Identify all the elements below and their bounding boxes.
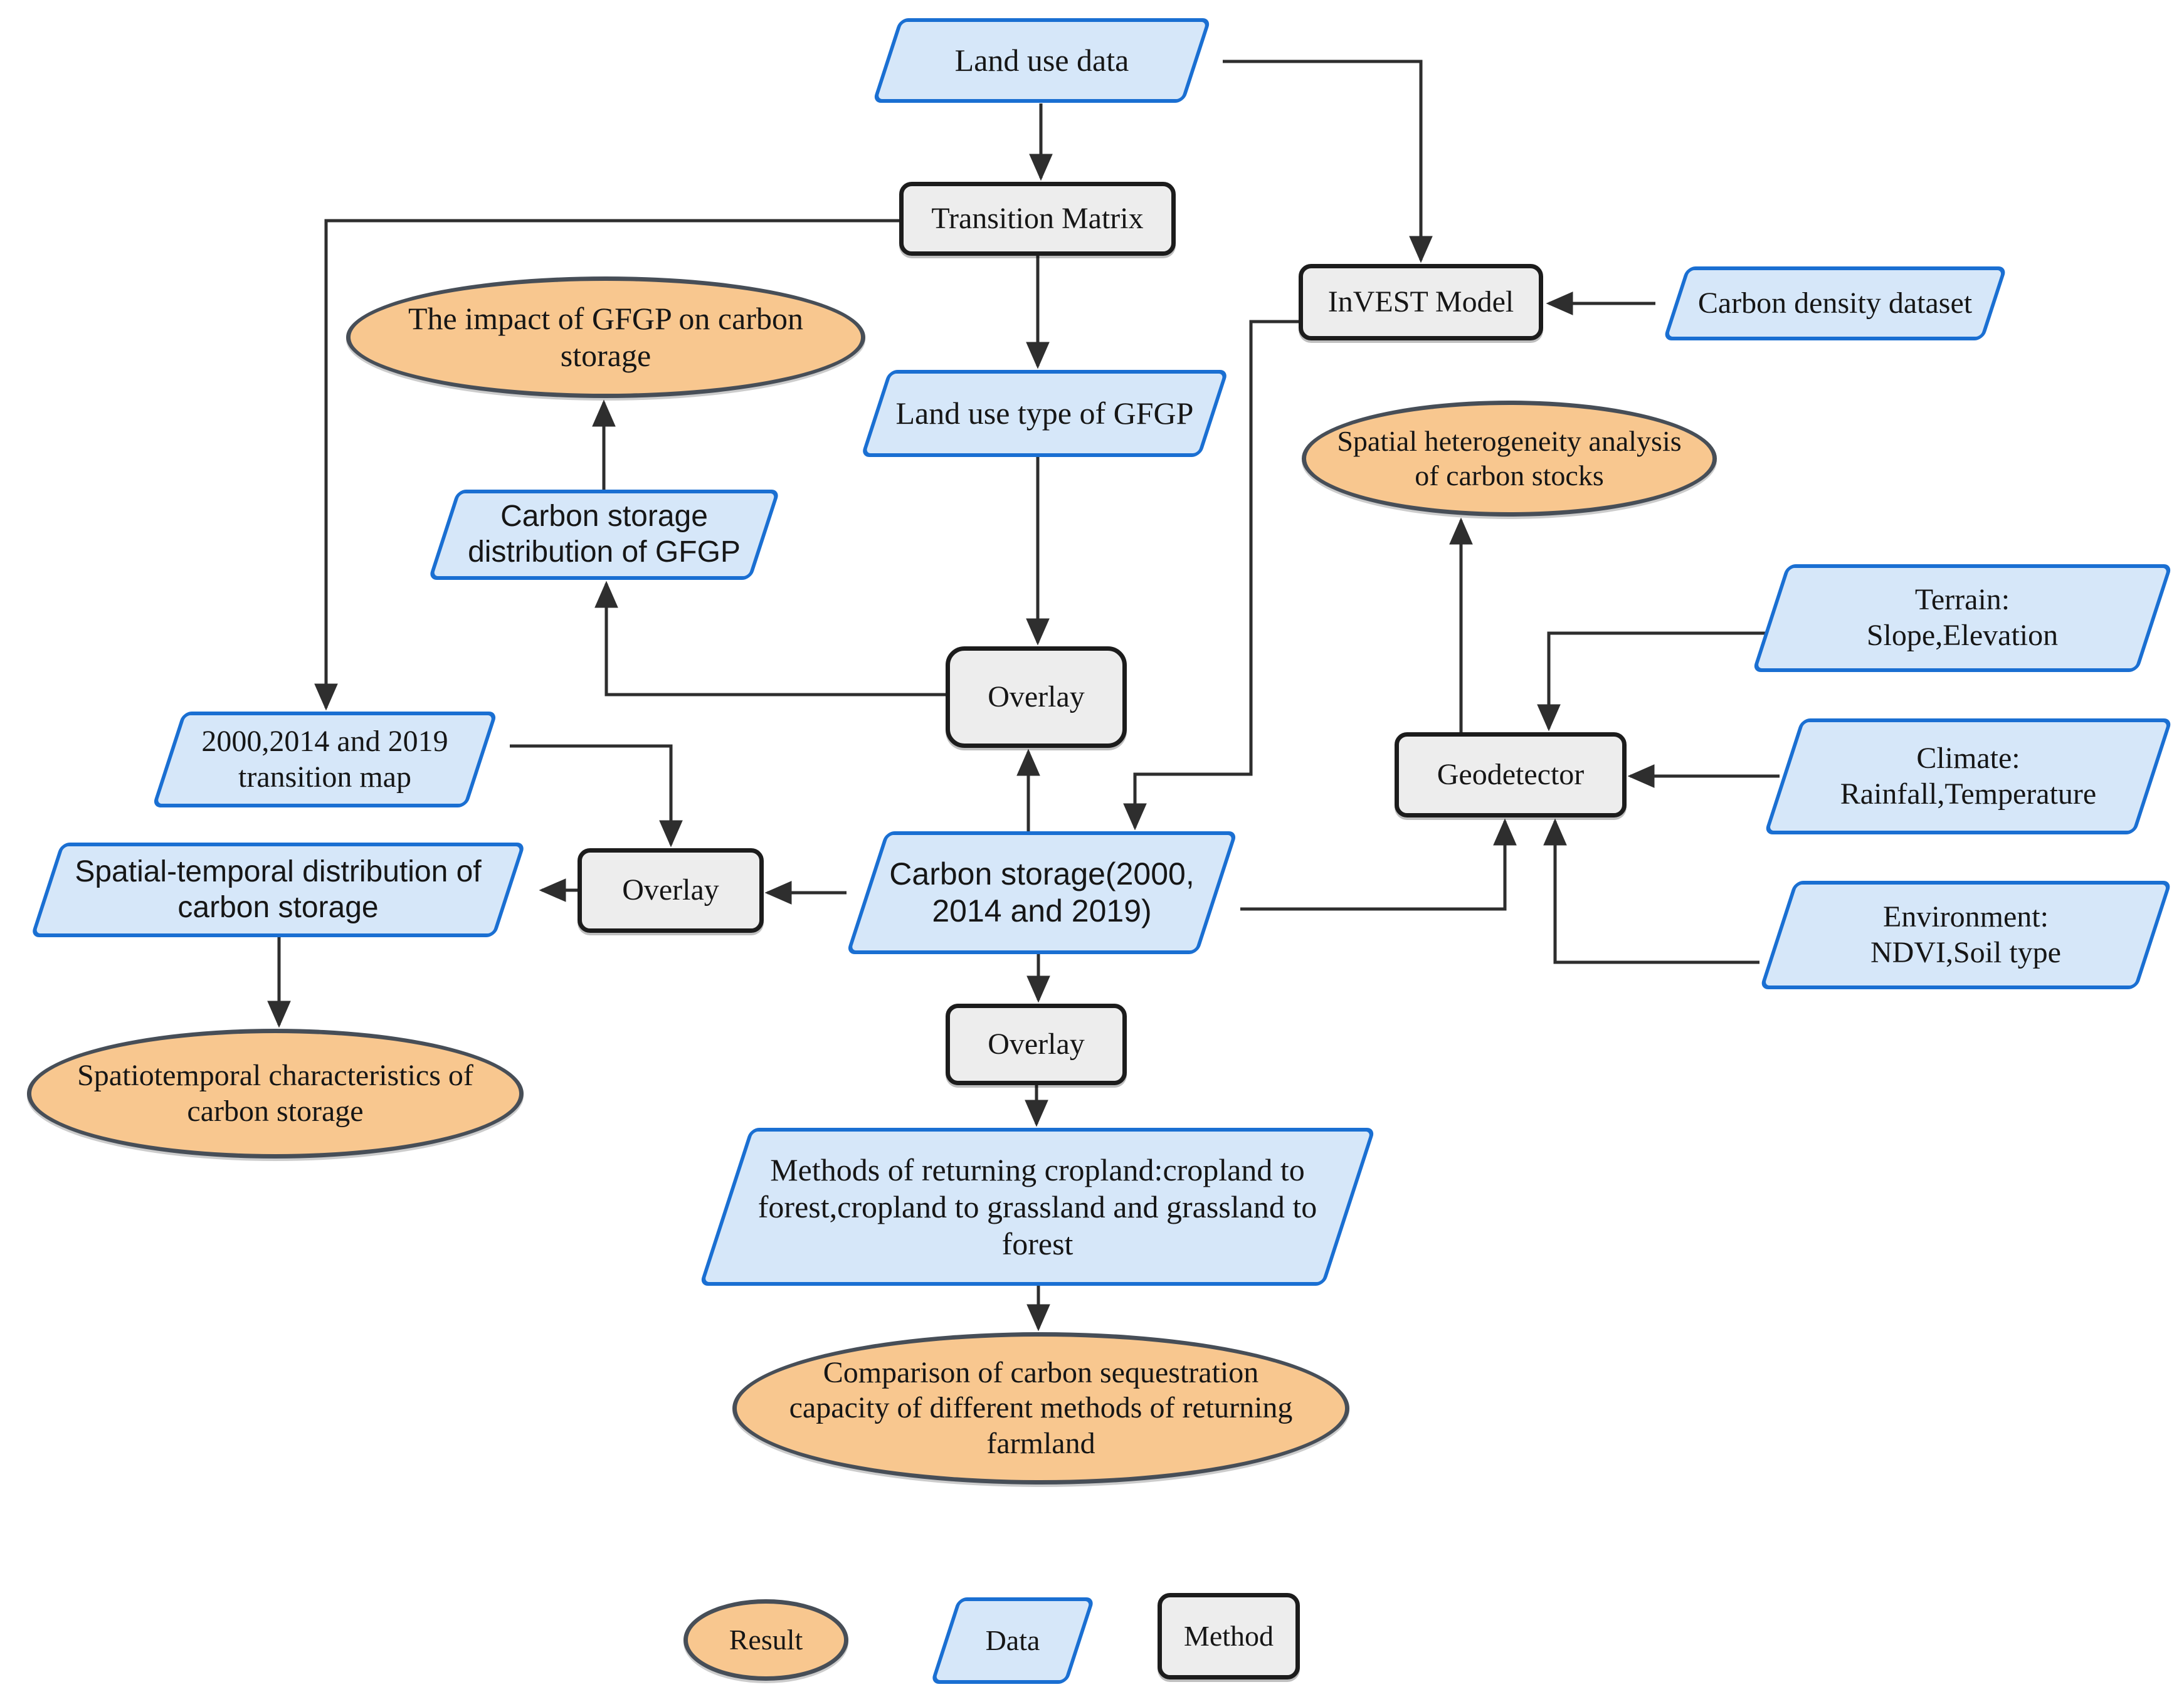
- legend-data: Data: [923, 1597, 1102, 1684]
- connector-invest-model-to-carbon-storage: [1123, 320, 1299, 831]
- node-label: Spatiotemporal characteristics of carbon…: [77, 1058, 473, 1128]
- node-label: Geodetector: [1437, 757, 1585, 791]
- legend-result: Result: [683, 1599, 848, 1681]
- connector-carbon-storage-to-geodetector: [1240, 818, 1517, 911]
- node-overlay-bottom: Overlay: [946, 1004, 1127, 1085]
- node-label: Carbon storage distribution of GFGP: [468, 500, 741, 569]
- node-label: InVEST Model: [1327, 285, 1514, 318]
- node-geodetector: Geodetector: [1395, 732, 1627, 817]
- node-label: Climate: Rainfall,Temperature: [1840, 741, 2097, 811]
- node-impact-gfgp: The impact of GFGP on carbon storage: [346, 276, 865, 398]
- node-overlay-left: Overlay: [578, 848, 764, 933]
- node-label: Overlay: [622, 873, 719, 907]
- node-label: Land use type of GFGP: [895, 396, 1194, 431]
- node-label: 2000,2014 and 2019 transition map: [201, 724, 448, 794]
- node-carbon-storage-distribution-gfgp: Carbon storage distribution of GFGP: [415, 490, 793, 580]
- node-label: Spatial heterogeneity analysis of carbon…: [1337, 425, 1682, 491]
- node-label: Land use data: [954, 43, 1129, 78]
- legend-method: Method: [1158, 1593, 1300, 1679]
- node-label: Carbon storage(2000, 2014 and 2019): [889, 856, 1195, 928]
- node-methods-returning-cropland: Methods of returning cropland:cropland t…: [697, 1128, 1378, 1286]
- node-label: Overlay: [988, 1027, 1085, 1061]
- legend-data-label: Data: [985, 1624, 1040, 1656]
- node-comparison: Comparison of carbon sequestration capac…: [732, 1332, 1349, 1485]
- node-land-use-data: Land use data: [858, 18, 1225, 103]
- node-land-use-type-gfgp: Land use type of GFGP: [847, 370, 1242, 457]
- legend-method-label: Method: [1183, 1619, 1274, 1652]
- node-invest-model: InVEST Model: [1299, 264, 1543, 340]
- connector-overlay-center-to-carbon-dist-gfgp: [594, 581, 946, 696]
- connector-land-use-data-to-invest-model: [1223, 60, 1433, 263]
- node-climate: Climate: Rainfall,Temperature: [1755, 718, 2181, 834]
- node-spatial-temporal-distribution: Spatial-temporal distribution of carbon …: [18, 843, 538, 937]
- connector-transition-matrix-to-transition-map: [314, 219, 899, 711]
- node-label: The impact of GFGP on carbon storage: [408, 301, 803, 373]
- node-label: Spatial-temporal distribution of carbon …: [75, 854, 482, 924]
- node-label: Transition Matrix: [931, 201, 1144, 235]
- node-carbon-density-dataset: Carbon density dataset: [1647, 266, 2023, 340]
- node-label: Overlay: [988, 680, 1085, 713]
- legend-result-label: Result: [729, 1623, 803, 1656]
- node-label: Methods of returning cropland:cropland t…: [757, 1152, 1317, 1261]
- connector-terrain-to-geodetector: [1537, 631, 1773, 732]
- node-environment: Environment: NDVI,Soil type: [1749, 881, 2182, 989]
- node-label: Carbon density dataset: [1697, 286, 1973, 320]
- node-carbon-storage-years: Carbon storage(2000, 2014 and 2019): [838, 831, 1245, 954]
- node-transition-matrix: Transition Matrix: [899, 182, 1176, 256]
- node-overlay-center: Overlay: [946, 646, 1127, 748]
- connector-environment-to-geodetector: [1543, 818, 1759, 964]
- node-label: Comparison of carbon sequestration capac…: [789, 1355, 1293, 1460]
- node-spatial-heterogeneity: Spatial heterogeneity analysis of carbon…: [1302, 401, 1717, 517]
- node-spatiotemporal-characteristics: Spatiotemporal characteristics of carbon…: [27, 1029, 524, 1159]
- node-label: Environment: NDVI,Soil type: [1870, 900, 2061, 969]
- connector-transition-map-to-overlay-left: [510, 744, 683, 848]
- node-label: Terrain: Slope,Elevation: [1866, 583, 2059, 652]
- node-transition-map: 2000,2014 and 2019 transition map: [140, 712, 510, 807]
- node-terrain: Terrain: Slope,Elevation: [1742, 564, 2183, 672]
